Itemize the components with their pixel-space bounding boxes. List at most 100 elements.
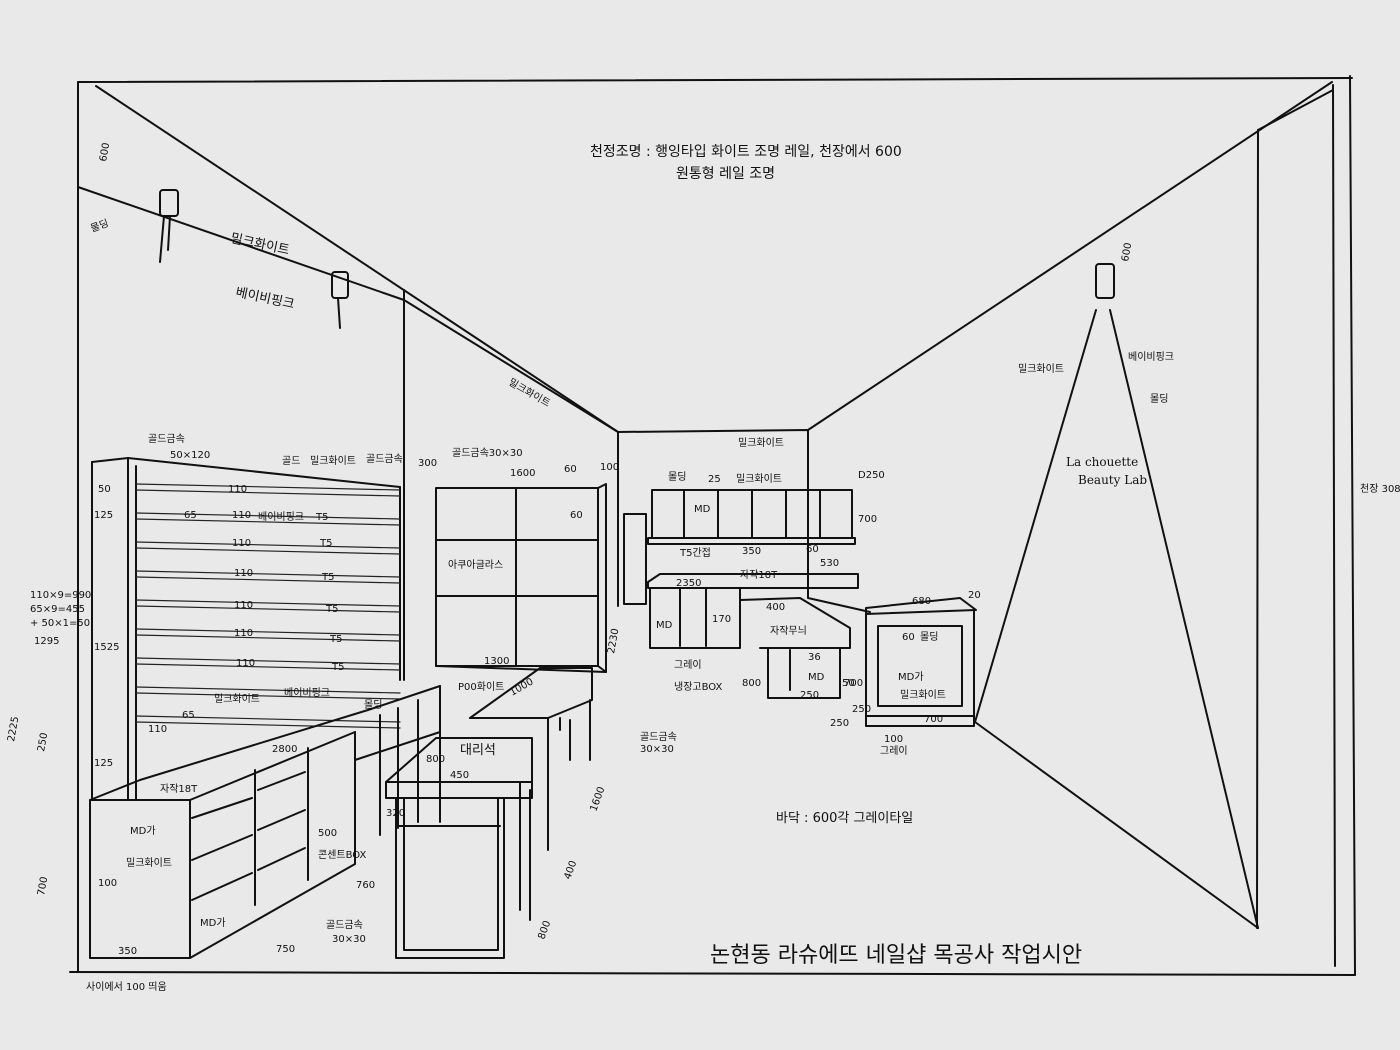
shelf-line [135, 489, 401, 497]
counter-moulding-label: 몰딩 [920, 631, 938, 643]
dim-750-label: 750 [276, 944, 295, 955]
table-w-450: 450 [450, 770, 469, 781]
shelf-65-1: 65 [184, 510, 197, 521]
gold-metal2-label: 골드금속 [366, 453, 403, 465]
table-dim-400: 400 [562, 859, 579, 881]
back-dim-700b: 700 [844, 678, 863, 689]
pendant-spot-left-2-icon [331, 271, 349, 329]
md2-label: MD가 [200, 917, 226, 929]
back-md-label: MD [694, 504, 711, 515]
shelf-line [135, 715, 401, 723]
table-dim-320: 320 [386, 808, 405, 819]
glass-paint-label: P00화이트 [458, 681, 504, 693]
shelf-line [135, 599, 401, 607]
back-dim-170: 170 [712, 614, 731, 625]
back-md3-label: MD [808, 672, 825, 683]
height-700-label: 700 [36, 876, 50, 897]
back-counter-dim: 2350 [676, 578, 701, 589]
ceiling-dim-left: 600 [98, 142, 112, 163]
back-upper-paint-label: 밀크화이트 [736, 473, 782, 485]
calc-sum: 1295 [34, 636, 59, 647]
back-dim-700: 700 [858, 514, 877, 525]
counter-base-label: 그레이 [880, 745, 908, 757]
t5-4: T5 [325, 604, 338, 615]
gold-leg-size: 30×30 [640, 744, 674, 755]
right-height-label: 천장 3080 [1360, 483, 1400, 495]
back-dim-25: 25 [708, 474, 721, 485]
shelf-line [135, 547, 401, 555]
gold-leg2-size: 30×30 [332, 934, 366, 945]
table-dim-1600: 1600 [588, 785, 607, 813]
back-board-label: 자작18T [740, 569, 778, 581]
partition-paint-label: 밀크화이트 [507, 376, 553, 409]
dim-50-label: 50 [98, 484, 111, 495]
counter-dim-50: 50 [842, 678, 855, 689]
glass-dim-100: 100 [600, 462, 619, 473]
labels: 천정조명 : 행잉타입 화이트 조명 레일, 천장에서 600 원통형 레일 조… [6, 142, 1400, 993]
ceiling-note-line1: 천정조명 : 행잉타입 화이트 조명 레일, 천장에서 600 [590, 144, 902, 160]
back-counter [647, 573, 859, 699]
back-md2-label: MD [656, 620, 673, 631]
shelf-line [135, 634, 401, 642]
shelf-line [135, 686, 401, 694]
shelf-line [135, 512, 401, 520]
back-upper-cabinets [623, 489, 856, 605]
glass-label: 아쿠아글라스 [448, 559, 503, 571]
gold-metal-label: 골드금속 [148, 433, 185, 445]
milk-white-shelf-label: 밀크화이트 [310, 455, 356, 467]
table-top-1000: 1000 [508, 676, 536, 698]
t5-5: T5 [329, 634, 342, 645]
signage-line1: La chouette [1066, 455, 1138, 469]
pendant-spot-right-icon [974, 263, 1259, 929]
shelf-line [135, 605, 401, 613]
pendant-spot-left-1-icon [159, 189, 179, 263]
shelf-line [135, 692, 401, 700]
ceiling-note-line2: 원통형 레일 조명 [676, 166, 775, 182]
shelf-110-3: 110 [232, 538, 251, 549]
back-dim-350: 350 [742, 546, 761, 557]
dim-2800-label: 2800 [272, 744, 297, 755]
baby-pink-bottom-label: 베이비핑크 [284, 687, 330, 699]
shelf-110-4: 110 [234, 568, 253, 579]
back-dim-36: 36 [808, 652, 821, 663]
counter-base-dim: 100 [884, 734, 903, 745]
table-dim-800: 800 [536, 919, 553, 941]
shelf-line [135, 657, 401, 665]
gold-leg-label: 골드금속 [640, 731, 677, 743]
paint-lower-label: 베이비핑크 [234, 285, 296, 312]
counter-md-label: MD가 [898, 671, 924, 683]
shelf-line [135, 663, 401, 671]
back-dim-60: 60 [806, 544, 819, 555]
t5-2: T5 [319, 538, 332, 549]
shelf-110-6: 110 [234, 628, 253, 639]
baby-pink-shelf-label: 베이비핑크 [258, 511, 304, 523]
dim-1525-label: 1525 [94, 642, 119, 653]
glass-height-label: 2230 [606, 628, 621, 655]
shelf-line [135, 483, 401, 491]
counter-dim-60: 60 [902, 632, 915, 643]
height-250-label: 250 [36, 732, 50, 753]
shelf-line [135, 628, 401, 636]
back-depth-label: D250 [858, 470, 885, 481]
gold-label: 골드 [282, 455, 300, 467]
shelf-65-2: 65 [182, 710, 195, 721]
moulding2-label: 몰딩 [364, 699, 382, 711]
shelf-110-1: 110 [228, 484, 247, 495]
shelf-110-7: 110 [236, 658, 255, 669]
room-frame [69, 75, 1356, 976]
dim-125b-label: 125 [94, 758, 113, 769]
back-gray-label: 그레이 [674, 659, 702, 671]
signage-line2: Beauty Lab [1078, 473, 1147, 487]
glass-cabinet [435, 483, 607, 673]
glass-width-bottom-label: 1300 [484, 656, 509, 667]
glass-width-label: 1600 [510, 468, 535, 479]
counter-paint-label: 밀크화이트 [900, 689, 946, 701]
gold-size-label: 50×120 [170, 450, 210, 461]
back-dim-250b: 250 [830, 718, 849, 729]
back-moulding-label: 몰딩 [668, 471, 686, 483]
right-moulding-label: 몰딩 [1150, 393, 1168, 405]
foot-note-label: 사이에서 100 띄움 [86, 981, 167, 993]
marble-table-front [385, 737, 533, 959]
shelf-line [135, 518, 401, 526]
marble-label: 대리석 [460, 743, 496, 758]
